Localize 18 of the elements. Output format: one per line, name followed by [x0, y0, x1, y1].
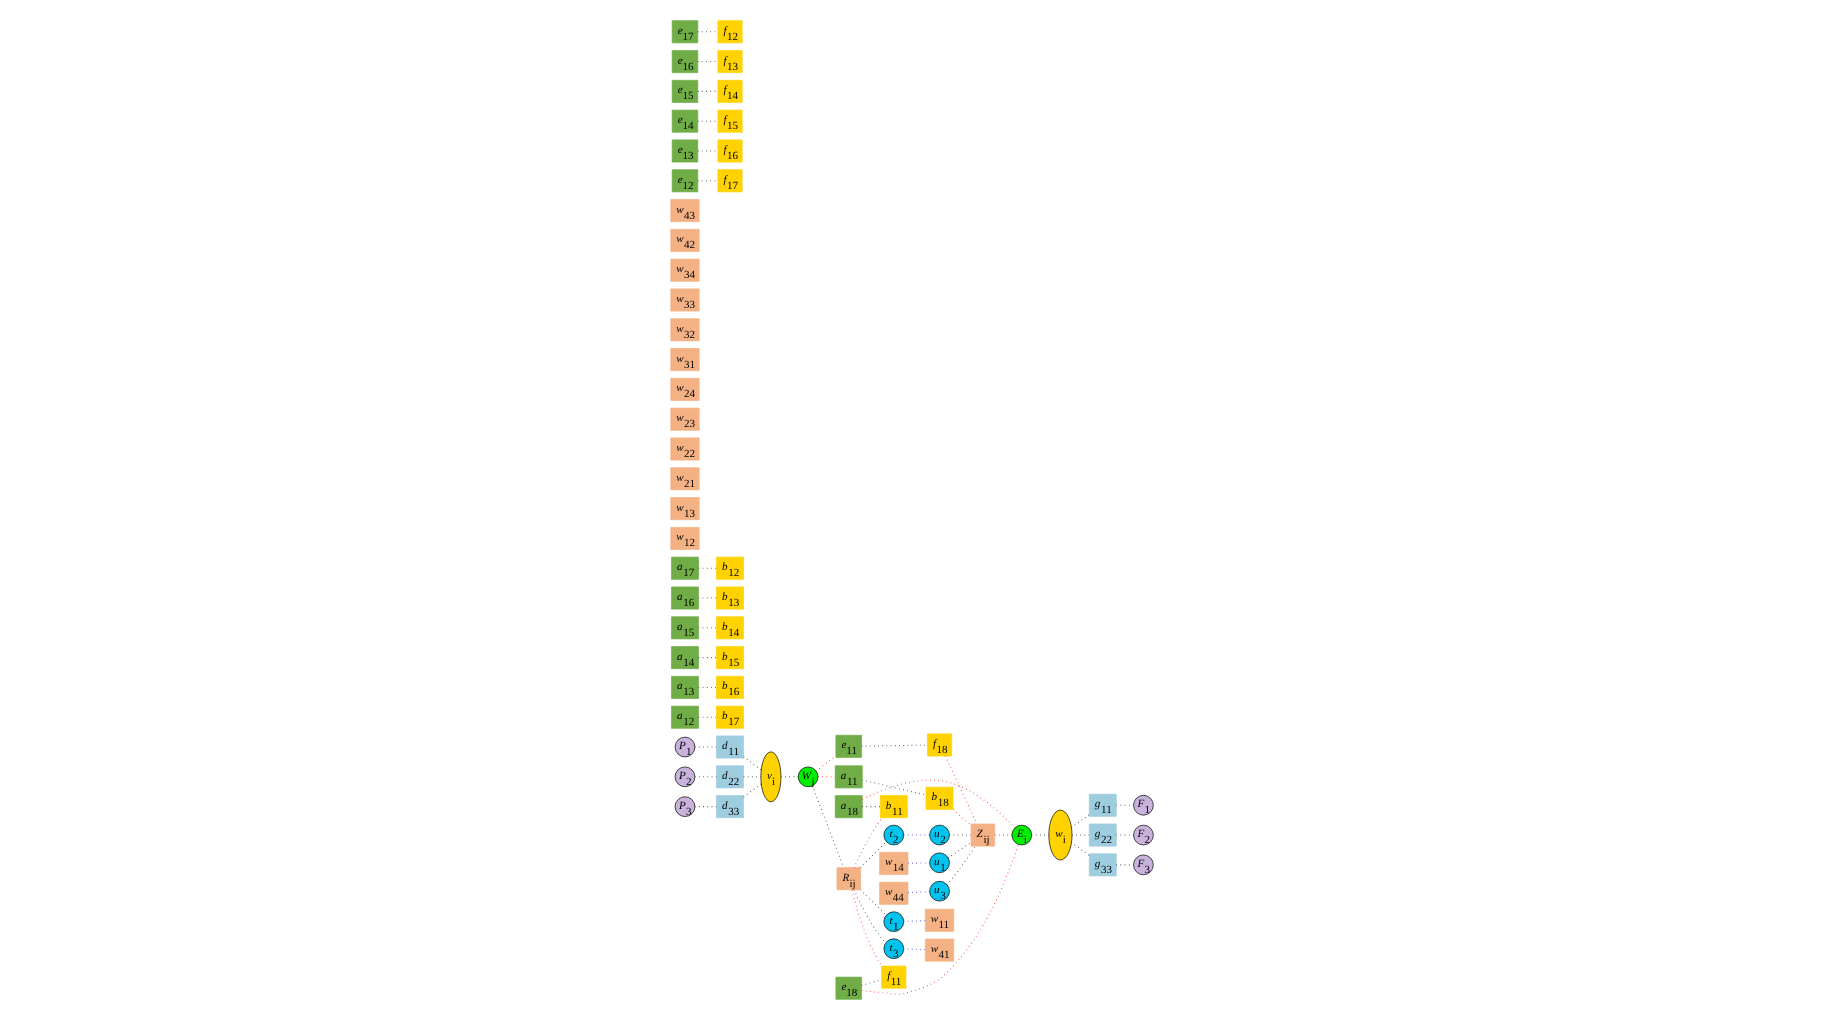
- connector: [742, 756, 761, 771]
- connector: [810, 785, 844, 868]
- connector: [852, 817, 882, 869]
- connector: [1030, 834, 1049, 836]
- connector: [860, 744, 927, 747]
- connector: [1069, 842, 1089, 857]
- connector: [946, 842, 971, 859]
- connector: [1114, 864, 1134, 866]
- connector: [852, 889, 886, 944]
- connector: [1069, 814, 1089, 829]
- connector: [860, 843, 1018, 995]
- connector: [943, 755, 977, 825]
- connector: [902, 834, 930, 836]
- connector: [742, 783, 761, 798]
- connector: [814, 755, 836, 772]
- connector: [1114, 834, 1134, 836]
- connector: [993, 834, 1012, 836]
- connector: [860, 779, 926, 796]
